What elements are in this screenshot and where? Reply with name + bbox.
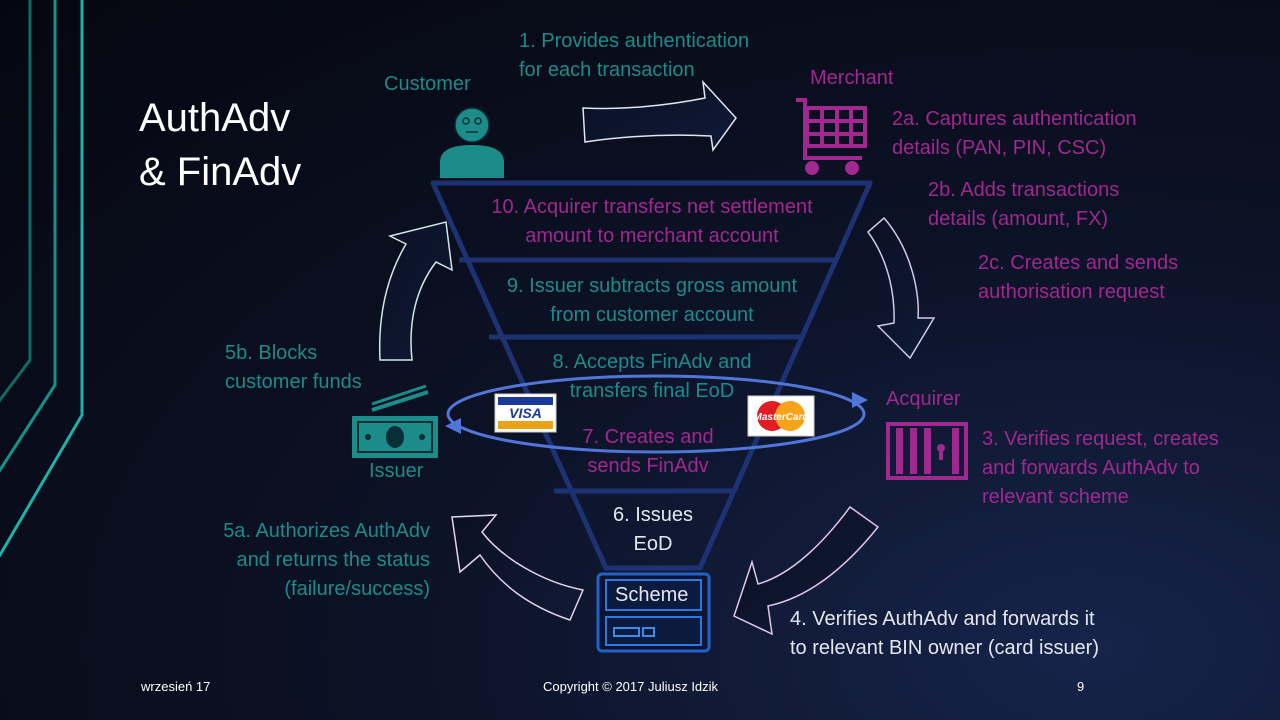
footer-date: wrzesień 17 <box>141 679 211 694</box>
card-orbit-ring <box>445 374 868 454</box>
arrow-merchant-to-acquirer <box>866 216 936 360</box>
customer-icon <box>440 107 504 178</box>
arrow-issuer-to-customer <box>378 221 453 361</box>
funnel <box>430 180 873 571</box>
title-line2: & FinAdv <box>139 150 302 194</box>
money-icon <box>352 384 438 458</box>
visa-card-icon: VISA <box>494 393 557 433</box>
footer-page-number: 9 <box>1077 679 1085 694</box>
merchant-label: Merchant <box>810 67 894 89</box>
arrow-scheme-to-issuer <box>451 514 585 621</box>
shopping-cart-icon <box>796 98 867 175</box>
visa-label: VISA <box>509 405 542 421</box>
bank-icon <box>886 422 968 480</box>
acquirer-label: Acquirer <box>886 388 961 410</box>
mastercard-icon: MasterCard <box>747 395 815 437</box>
customer-label: Customer <box>384 73 471 95</box>
issuer-label: Issuer <box>369 460 424 482</box>
left-decor-lines <box>0 0 84 558</box>
slide-title: AuthAdv & FinAdv <box>139 91 301 199</box>
title-line1: AuthAdv <box>139 96 291 140</box>
scheme-label: Scheme <box>615 584 689 606</box>
mastercard-label: MasterCard <box>753 412 809 423</box>
arrow-acquirer-to-scheme <box>733 505 880 636</box>
arrow-step1 <box>582 79 737 152</box>
scheme-icon <box>596 572 711 653</box>
footer-copyright: Copyright © 2017 Juliusz Idzik <box>543 679 719 694</box>
